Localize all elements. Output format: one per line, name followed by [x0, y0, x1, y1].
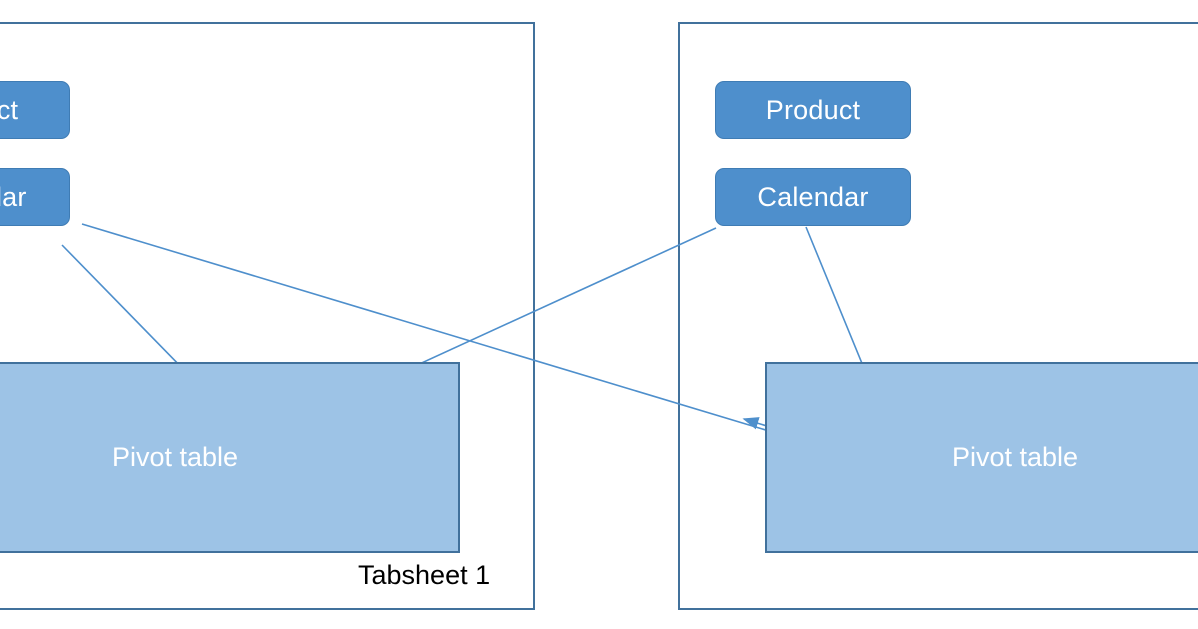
- pill-calendar-right[interactable]: Calendar: [715, 168, 911, 226]
- pill-product-left[interactable]: Product: [0, 81, 70, 139]
- pill-product-right[interactable]: Product: [715, 81, 911, 139]
- pill-calendar-left[interactable]: Calendar: [0, 168, 70, 226]
- pivot-table-left[interactable]: Pivot table: [0, 362, 460, 553]
- pivot-table-right[interactable]: Pivot table: [765, 362, 1198, 553]
- tabsheet-caption: Tabsheet 1: [358, 560, 491, 590]
